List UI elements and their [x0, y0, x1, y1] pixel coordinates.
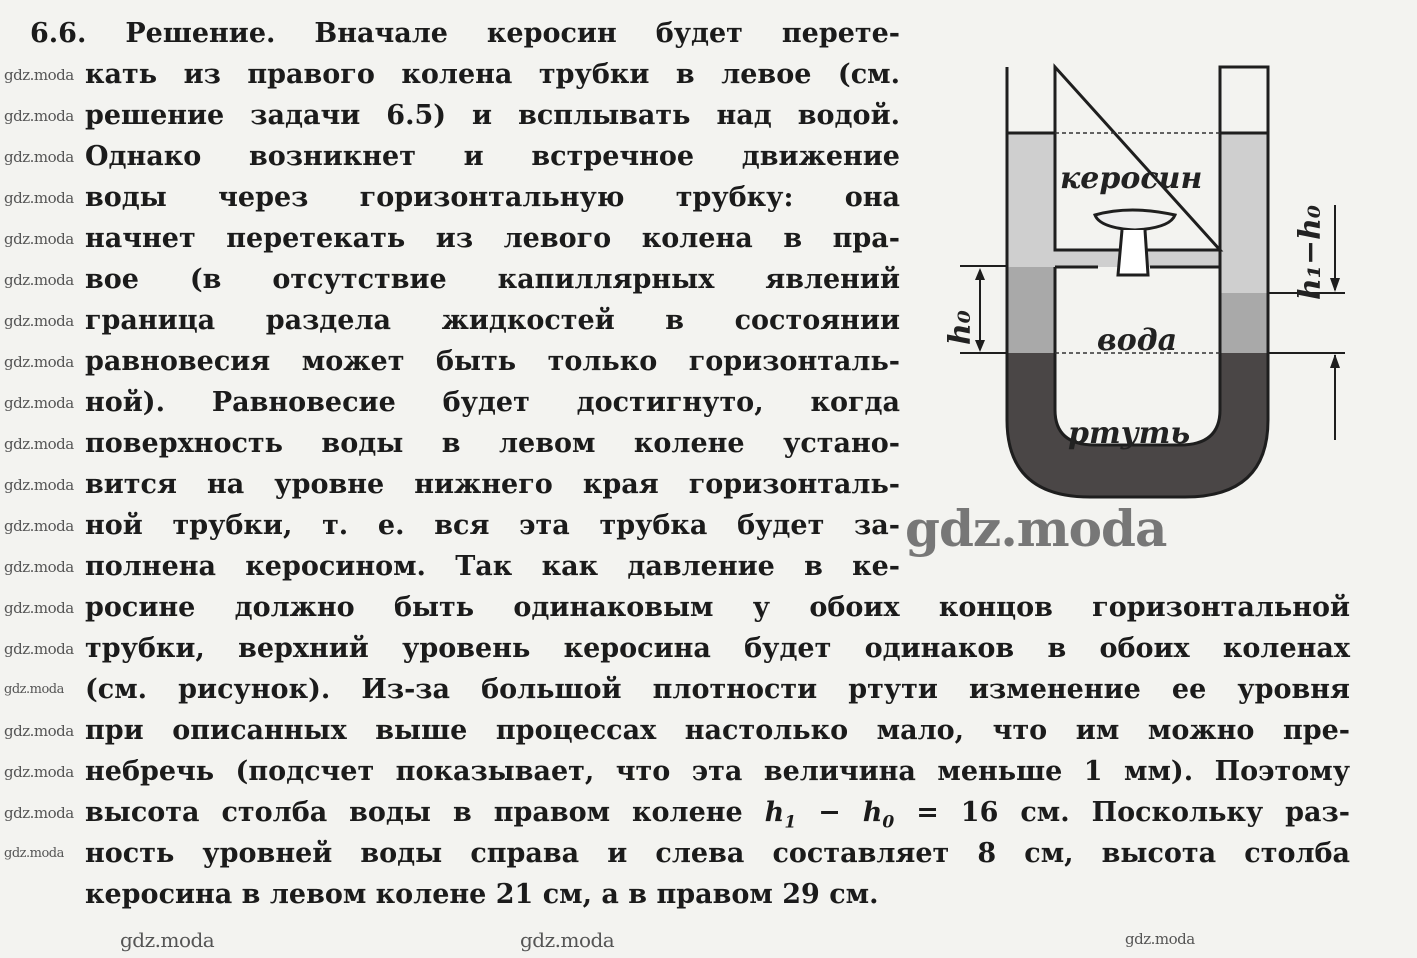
- text-line: при описанных выше процессах настолько м…: [85, 715, 1350, 746]
- watermark: gdz.moda: [1125, 930, 1195, 948]
- watermark: gdz.moda: [4, 394, 74, 412]
- text-line: росине должно быть одинаковым у обоих ко…: [85, 592, 1350, 623]
- valve-stem: [1116, 229, 1150, 277]
- watermark: gdz.moda: [4, 476, 74, 494]
- mercury: [1007, 353, 1268, 497]
- problem-number: 6.6.: [30, 18, 87, 49]
- text-line: поверхность воды в левом колене устано-: [85, 428, 900, 459]
- watermark: gdz.moda: [4, 66, 74, 84]
- text-line: Однако возникнет и встречное движение: [85, 141, 900, 172]
- sub: 0: [882, 812, 895, 833]
- arrowhead: [1330, 278, 1340, 292]
- text-line: ной трубки, т. е. вся эта трубка будет з…: [85, 510, 900, 541]
- watermark: gdz.moda: [4, 230, 74, 248]
- text-line: воды через горизонтальную трубку: она: [85, 182, 900, 213]
- water-right: [1220, 293, 1268, 353]
- watermark: gdz.moda: [4, 722, 74, 740]
- sub: 1: [784, 812, 797, 833]
- text: = 16 см. Поскольку раз-: [894, 797, 1350, 828]
- water-left: [1007, 267, 1055, 353]
- kerosene-label: керосин: [1060, 161, 1202, 196]
- watermark: gdz.moda: [4, 107, 74, 125]
- text-line: (см. рисунок). Из-за большой плотности р…: [85, 674, 1350, 705]
- watermark: gdz.moda: [4, 682, 64, 697]
- solution-heading: Решение.: [125, 18, 276, 49]
- var-h1: h1: [764, 797, 796, 831]
- text-line: ность уровней воды справа и слева состав…: [85, 838, 1350, 869]
- h: h: [764, 797, 785, 828]
- text-line: трубки, верхний уровень керосина будет о…: [85, 633, 1350, 664]
- text-line: полнена керосином. Так как давление в ке…: [85, 551, 900, 582]
- watermark: gdz.moda: [4, 599, 74, 617]
- watermark: gdz.moda: [4, 312, 74, 330]
- text-line: равновесия может быть только горизонталь…: [85, 346, 900, 377]
- large-watermark: gdz.moda: [905, 499, 1167, 558]
- text-line: граница раздела жидкостей в состоянии: [85, 305, 900, 336]
- text-line: начнет перетекать из левого колена в пра…: [85, 223, 900, 254]
- tube-outline: [1005, 63, 1270, 499]
- watermark: gdz.moda: [4, 271, 74, 289]
- arrowhead: [1330, 354, 1340, 368]
- watermark: gdz.moda: [120, 928, 215, 952]
- watermark: gdz.moda: [4, 804, 74, 822]
- watermark: gdz.moda: [4, 517, 74, 535]
- watermark: gdz.moda: [4, 640, 74, 658]
- valve-icon: [1093, 208, 1178, 232]
- h: h: [862, 797, 883, 828]
- text-line: небречь (подсчет показывает, что эта вел…: [85, 756, 1350, 787]
- text-line: решение задачи 6.5) и всплывать над водо…: [85, 100, 900, 131]
- mercury-label: ртуть: [1068, 416, 1190, 451]
- text-line: кать из правого колена трубки в левое (с…: [85, 59, 900, 90]
- text-line: 6.6. Решение. Вначале керосин будет пере…: [30, 13, 900, 54]
- kerosene-right: [1220, 133, 1268, 293]
- kerosene-left: [1007, 133, 1055, 267]
- h0-label: h₀: [943, 310, 978, 345]
- watermark: gdz.moda: [4, 189, 74, 207]
- watermark: gdz.moda: [4, 846, 64, 861]
- watermark: gdz.moda: [4, 763, 74, 781]
- text: высота столба воды в правом колене: [85, 797, 765, 828]
- water-label: вода: [1097, 323, 1177, 358]
- watermark: gdz.moda: [520, 928, 615, 952]
- h1-minus-h0-label: h₁−h₀: [1293, 205, 1328, 300]
- minus: −: [796, 797, 863, 828]
- watermark: gdz.moda: [4, 353, 74, 371]
- watermark: gdz.moda: [4, 148, 74, 166]
- text-line: керосина в левом колене 21 см, а в право…: [85, 879, 879, 910]
- watermark: gdz.moda: [4, 435, 74, 453]
- formula-line: высота столба воды в правом колене h1 − …: [85, 792, 1350, 833]
- watermark: gdz.moda: [4, 558, 74, 576]
- text-line: вое (в отсутствие капиллярных явлений: [85, 264, 900, 295]
- text-line-content: Вначале керосин будет перете-: [314, 18, 900, 49]
- text-line: вится на уровне нижнего края горизонталь…: [85, 469, 900, 500]
- var-h0: h0: [862, 797, 894, 831]
- text-line: ной). Равновесие будет достигнуто, когда: [85, 387, 900, 418]
